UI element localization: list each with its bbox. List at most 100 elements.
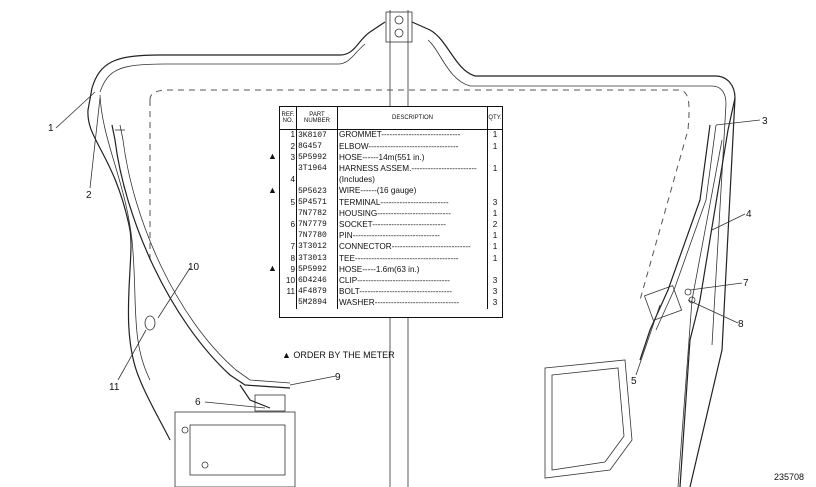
cell-ref — [280, 297, 297, 309]
cell-desc: PIN-------------------------------- — [337, 230, 488, 242]
table-row: 7N7780 PIN------------------------------… — [280, 230, 502, 242]
cell-desc: GROMMET----------------------------- — [337, 129, 488, 142]
cell-desc: ELBOW--------------------------------- — [337, 141, 488, 153]
cell-desc: (Includes) — [337, 174, 488, 186]
cell-ref: 2 — [280, 141, 297, 153]
cell-qty: 1 — [492, 231, 498, 241]
order-by-meter-note: ▲ ORDER BY THE METER — [282, 350, 395, 360]
harness-line-inner — [655, 124, 717, 331]
cell-ref: 6 — [280, 219, 297, 231]
right-door-frame — [679, 97, 736, 487]
table-row: 4 (Includes) — [280, 174, 503, 186]
header-ref: REF. NO. — [280, 107, 297, 130]
cell-desc: TEE-------------------------------------… — [337, 253, 488, 265]
cell-qty: 3 — [492, 287, 498, 297]
leader-lines — [55, 91, 761, 409]
cell-qty: 1 — [492, 130, 498, 140]
lower-bracket — [174, 384, 296, 487]
cell-part: 7N7782 — [296, 208, 338, 220]
cell-desc: WIRE------(16 gauge) — [337, 185, 488, 198]
callout-4: 4 — [746, 209, 752, 220]
cell-ref: 8 — [280, 253, 297, 265]
cell-qty: 1 — [492, 253, 498, 263]
order-by-meter-mark: ▲ — [268, 263, 277, 274]
cell-desc: CONNECTOR----------------------------- — [337, 241, 488, 254]
cell-qty — [488, 175, 503, 186]
cell-ref: 9 — [280, 264, 297, 276]
callout-10: 10 — [188, 262, 200, 273]
header-part-number: PART NUMBER — [296, 107, 338, 130]
cell-part: 5P5623 — [296, 185, 338, 198]
callout-6: 6 — [195, 397, 201, 408]
connector-bracket — [643, 285, 696, 321]
cell-part: 7N7779 — [296, 219, 338, 231]
cell-part: 3K8107 — [296, 129, 338, 142]
cell-desc: CLIP---------------------------------- — [337, 275, 488, 287]
header-qty: QTY. — [487, 107, 502, 130]
harness-line — [639, 124, 711, 361]
callout-5: 5 — [631, 376, 637, 387]
hose-line-inner — [119, 124, 291, 384]
cell-desc: TERMINAL------------------------- — [337, 197, 488, 209]
clip-detail — [115, 129, 156, 331]
door-panel — [544, 359, 633, 479]
cell-desc: WASHER------------------------------- — [337, 297, 488, 309]
callout-11: 11 — [109, 382, 120, 393]
cell-ref: 3 — [280, 152, 297, 164]
cell-ref — [280, 185, 297, 198]
cell-qty: 1 — [492, 242, 498, 252]
callout-9: 9 — [335, 372, 341, 383]
drawing-number: 235708 — [774, 472, 805, 482]
door-panel-inner — [551, 367, 625, 471]
cell-ref: 1 — [280, 129, 297, 142]
left-pillar — [87, 87, 171, 441]
header-description: DESCRIPTION — [337, 107, 488, 130]
cell-ref: 10 — [280, 275, 297, 287]
cell-desc: BOLT---------------------------------- — [337, 286, 488, 298]
callout-7: 7 — [743, 278, 749, 289]
cell-qty: 3 — [492, 197, 498, 207]
cell-qty — [488, 152, 503, 163]
cell-desc: HOSE------14m(551 in.) — [337, 152, 488, 164]
callout-3: 3 — [762, 116, 768, 127]
cell-ref — [280, 208, 297, 220]
cell-ref: 5 — [280, 197, 297, 209]
cab-inner-outline — [99, 39, 727, 346]
cell-qty: 3 — [492, 275, 498, 285]
cell-part — [296, 174, 338, 186]
cell-part: 7N7780 — [296, 230, 338, 242]
callout-2: 2 — [86, 190, 92, 201]
order-by-meter-mark: ▲ — [268, 151, 277, 162]
window-outline — [149, 89, 690, 301]
cell-qty: 1 — [492, 141, 498, 151]
cell-part: 3T3013 — [296, 253, 338, 265]
cell-ref: 11 — [280, 286, 297, 298]
cell-part: 5M2894 — [296, 297, 338, 309]
cell-desc: HOSE-----1.6m(63 in.) — [337, 264, 488, 276]
cell-desc: SOCKET--------------------------- — [337, 219, 488, 231]
cell-ref — [280, 230, 297, 242]
cell-part: 5P4571 — [296, 197, 338, 209]
table-row: 5P5623 WIRE------(16 gauge) — [280, 185, 502, 198]
cell-ref: 4 — [280, 174, 297, 186]
cell-part: 3T3012 — [296, 241, 338, 254]
cell-part: 5P5992 — [296, 264, 338, 276]
cell-qty — [488, 264, 503, 275]
cell-part: 4F4879 — [296, 286, 338, 298]
cell-qty: 3 — [492, 298, 498, 308]
right-door-frame-inner — [677, 139, 723, 487]
table-row: 7N7782 HOUSING--------------------------… — [280, 208, 502, 220]
order-by-meter-mark: ▲ — [268, 185, 277, 195]
